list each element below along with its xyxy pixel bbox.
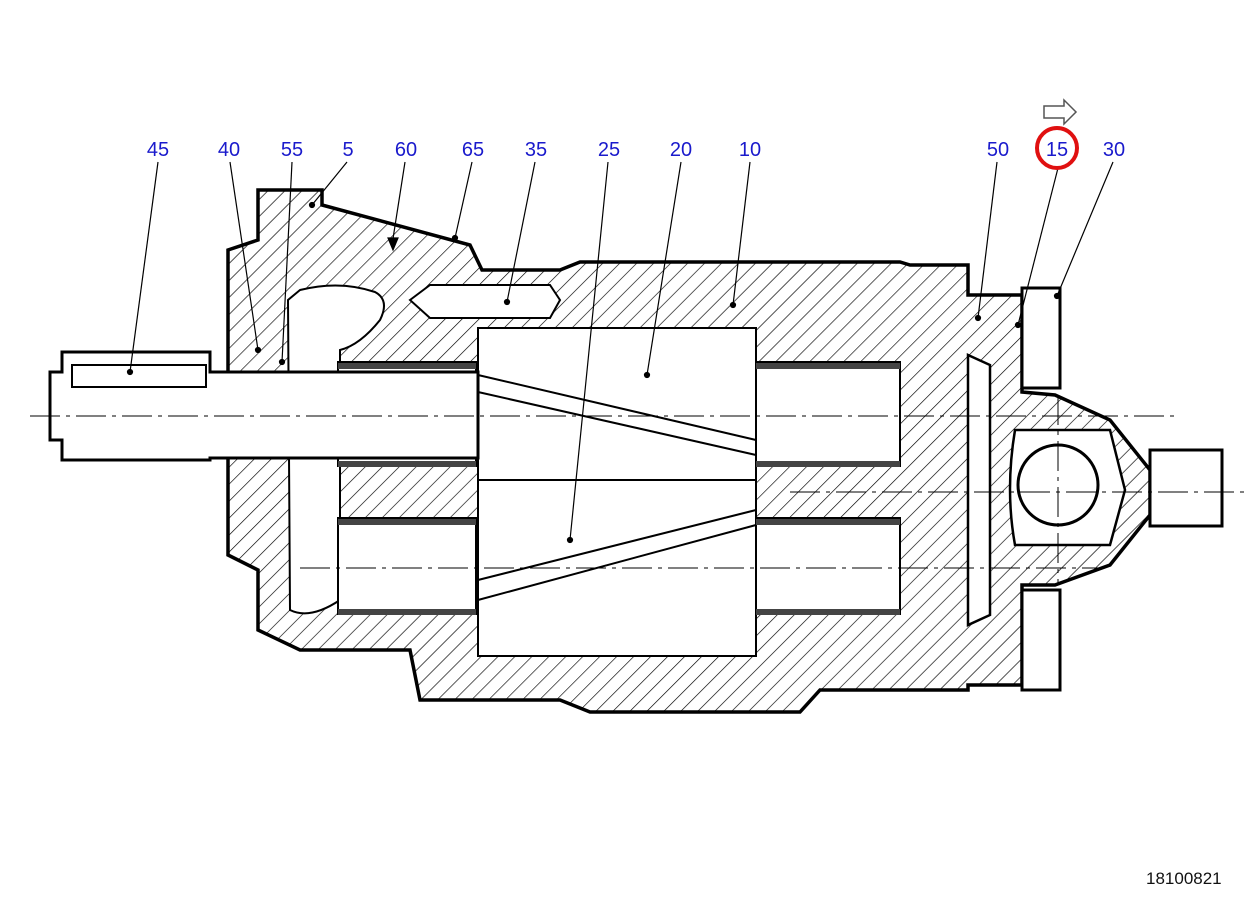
part-label-45[interactable]: 45 <box>147 139 169 161</box>
pump-cross-section <box>30 188 1244 714</box>
part-label-15[interactable]: 15 <box>1046 139 1068 161</box>
part-label-10[interactable]: 10 <box>739 139 761 161</box>
selected-part-highlight <box>1035 126 1079 170</box>
part-label-40[interactable]: 40 <box>218 139 240 161</box>
upper-bearing-right <box>755 361 901 467</box>
part-label-50[interactable]: 50 <box>987 139 1009 161</box>
bolt-head-top <box>1020 286 1062 390</box>
part-label-35[interactable]: 35 <box>525 139 547 161</box>
lower-bearing-left <box>337 517 477 615</box>
drawing-number: 18100821 <box>1146 869 1222 888</box>
part-label-60[interactable]: 60 <box>395 139 417 161</box>
dowel-pin <box>408 284 562 319</box>
part-label-55[interactable]: 55 <box>281 139 303 161</box>
bolt-head-bottom <box>1020 588 1062 692</box>
part-label-25[interactable]: 25 <box>598 139 620 161</box>
shaft-key <box>71 364 207 388</box>
part-label-20[interactable]: 20 <box>670 139 692 161</box>
outlet-nut <box>1148 448 1224 528</box>
part-number-labels: 45 40 55 5 60 65 35 25 20 10 50 15 30 <box>147 139 1125 161</box>
part-label-65[interactable]: 65 <box>462 139 484 161</box>
arrow-right-outline-icon[interactable] <box>1043 98 1078 126</box>
lower-bearing-right <box>755 517 901 615</box>
leader-lines <box>126 161 1114 544</box>
part-label-30[interactable]: 30 <box>1103 139 1125 161</box>
part-label-5[interactable]: 5 <box>342 139 353 161</box>
end-cover <box>966 353 992 627</box>
rotor-block <box>477 327 757 657</box>
